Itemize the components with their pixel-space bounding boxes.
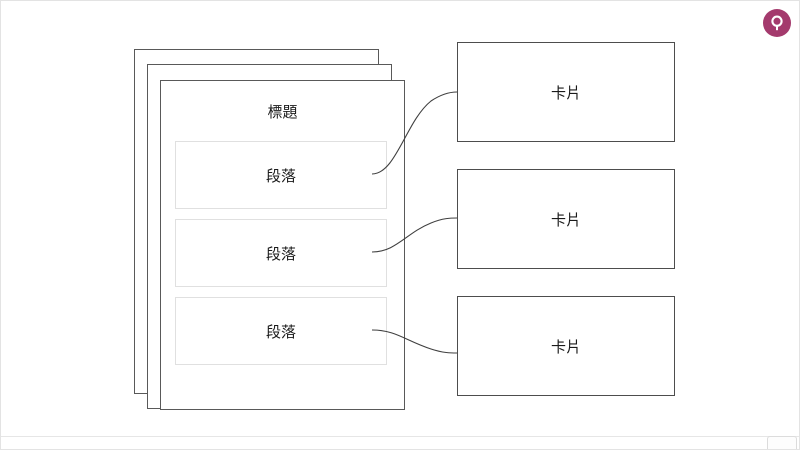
magnifier-logo-icon: [763, 9, 791, 37]
card-3: 卡片: [457, 296, 675, 396]
card-1: 卡片: [457, 42, 675, 142]
footer-divider: [1, 436, 799, 437]
paragraph-block-3: 段落: [175, 297, 387, 365]
paragraph-block-2: 段落: [175, 219, 387, 287]
page-title: 標題: [267, 103, 298, 121]
page-corner-chip: [767, 436, 797, 449]
paragraph-block-1: 段落: [175, 141, 387, 209]
document-page-front: 標題 段落 段落 段落: [160, 80, 405, 410]
card-2: 卡片: [457, 169, 675, 269]
